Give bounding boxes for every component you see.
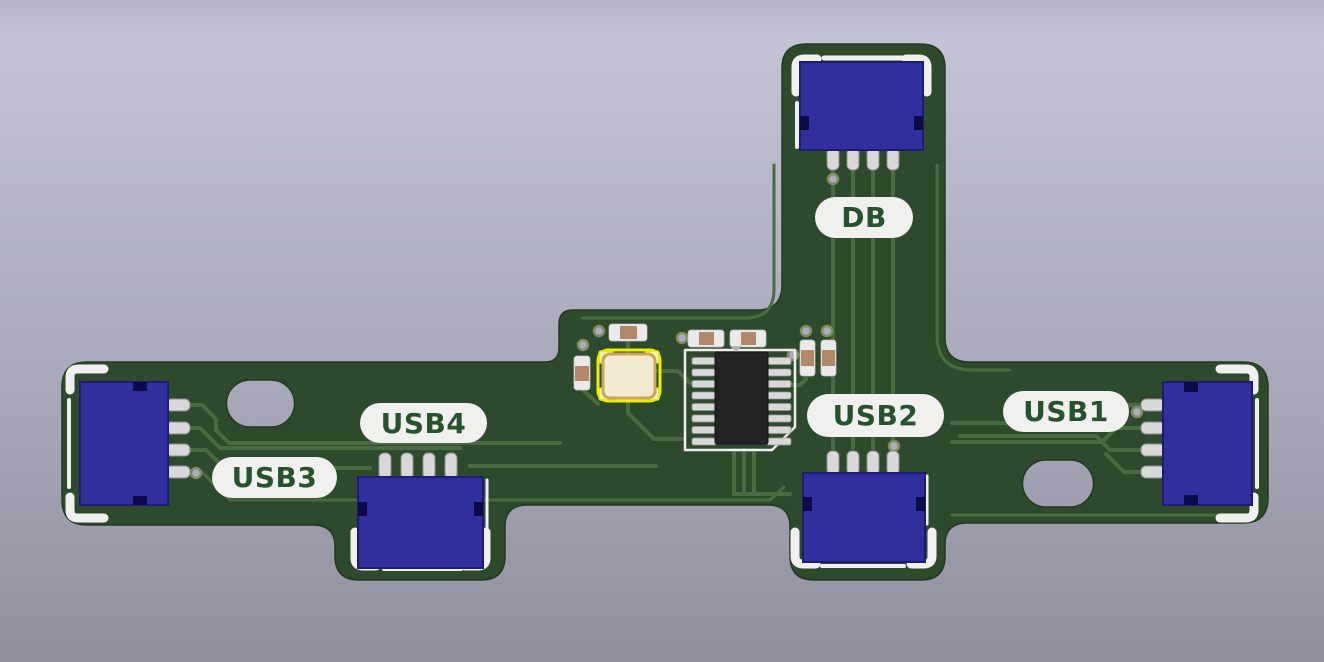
- passive-r2: [573, 355, 591, 391]
- usb2-connector-body: [802, 472, 926, 563]
- usb1-connector: [1140, 381, 1253, 506]
- passive-r4: [820, 339, 837, 377]
- label-usb4: USB4: [360, 403, 487, 443]
- soic-16-ic: [691, 346, 792, 446]
- via: [826, 172, 840, 186]
- silk-bracket: [1215, 492, 1259, 523]
- label-usb2-text: USB2: [832, 399, 919, 432]
- usb1-connector-body: [1162, 381, 1253, 506]
- label-usb1: USB1: [1003, 391, 1129, 432]
- ic-body: [714, 351, 769, 445]
- silk-bracket: [906, 527, 937, 569]
- usb1-connector-pins: [1140, 398, 1166, 479]
- passive-r1: [608, 323, 648, 342]
- silk-bracket: [1215, 364, 1259, 395]
- silkscreen: [65, 54, 1259, 571]
- label-db: DB: [815, 197, 913, 238]
- usb2-connector: [802, 450, 926, 563]
- crystal-oscillator: [596, 348, 662, 403]
- via: [675, 331, 689, 345]
- label-usb2: USB2: [807, 394, 944, 437]
- silk-bracket: [791, 54, 822, 97]
- usb3-connector: [79, 381, 191, 506]
- db-connector: [799, 61, 924, 171]
- passive-components: [573, 323, 837, 391]
- via: [576, 338, 590, 352]
- usb2-connector-pins: [826, 450, 900, 476]
- label-usb3-text: USB3: [231, 461, 318, 494]
- db-connector-body: [799, 61, 924, 151]
- usb4-connector: [357, 452, 484, 569]
- label-usb3: USB3: [212, 457, 337, 498]
- ic-pin1-mark: [730, 346, 742, 352]
- silk-bracket: [65, 492, 109, 523]
- usb4-connector-pins: [378, 452, 458, 480]
- passive-r3: [799, 339, 816, 377]
- silk-bracket: [65, 364, 109, 395]
- crystal-body: [601, 352, 657, 400]
- label-db-text: DB: [841, 201, 887, 234]
- silk-bracket: [790, 527, 821, 569]
- via: [1130, 405, 1144, 419]
- passive-c1: [687, 329, 725, 348]
- via: [820, 324, 834, 338]
- crystal-courtyard: [596, 348, 662, 403]
- label-usb4-text: USB4: [380, 406, 467, 440]
- via: [189, 466, 203, 480]
- usb3-connector-body: [79, 381, 169, 506]
- via: [592, 324, 606, 338]
- via: [799, 324, 813, 338]
- silk-bracket: [901, 54, 932, 97]
- usb4-connector-body: [357, 476, 484, 569]
- passive-c2: [729, 329, 767, 348]
- label-usb1-text: USB1: [1023, 395, 1109, 428]
- ic-leads: [691, 357, 792, 446]
- via: [887, 439, 901, 453]
- usb3-connector-pins: [165, 398, 191, 479]
